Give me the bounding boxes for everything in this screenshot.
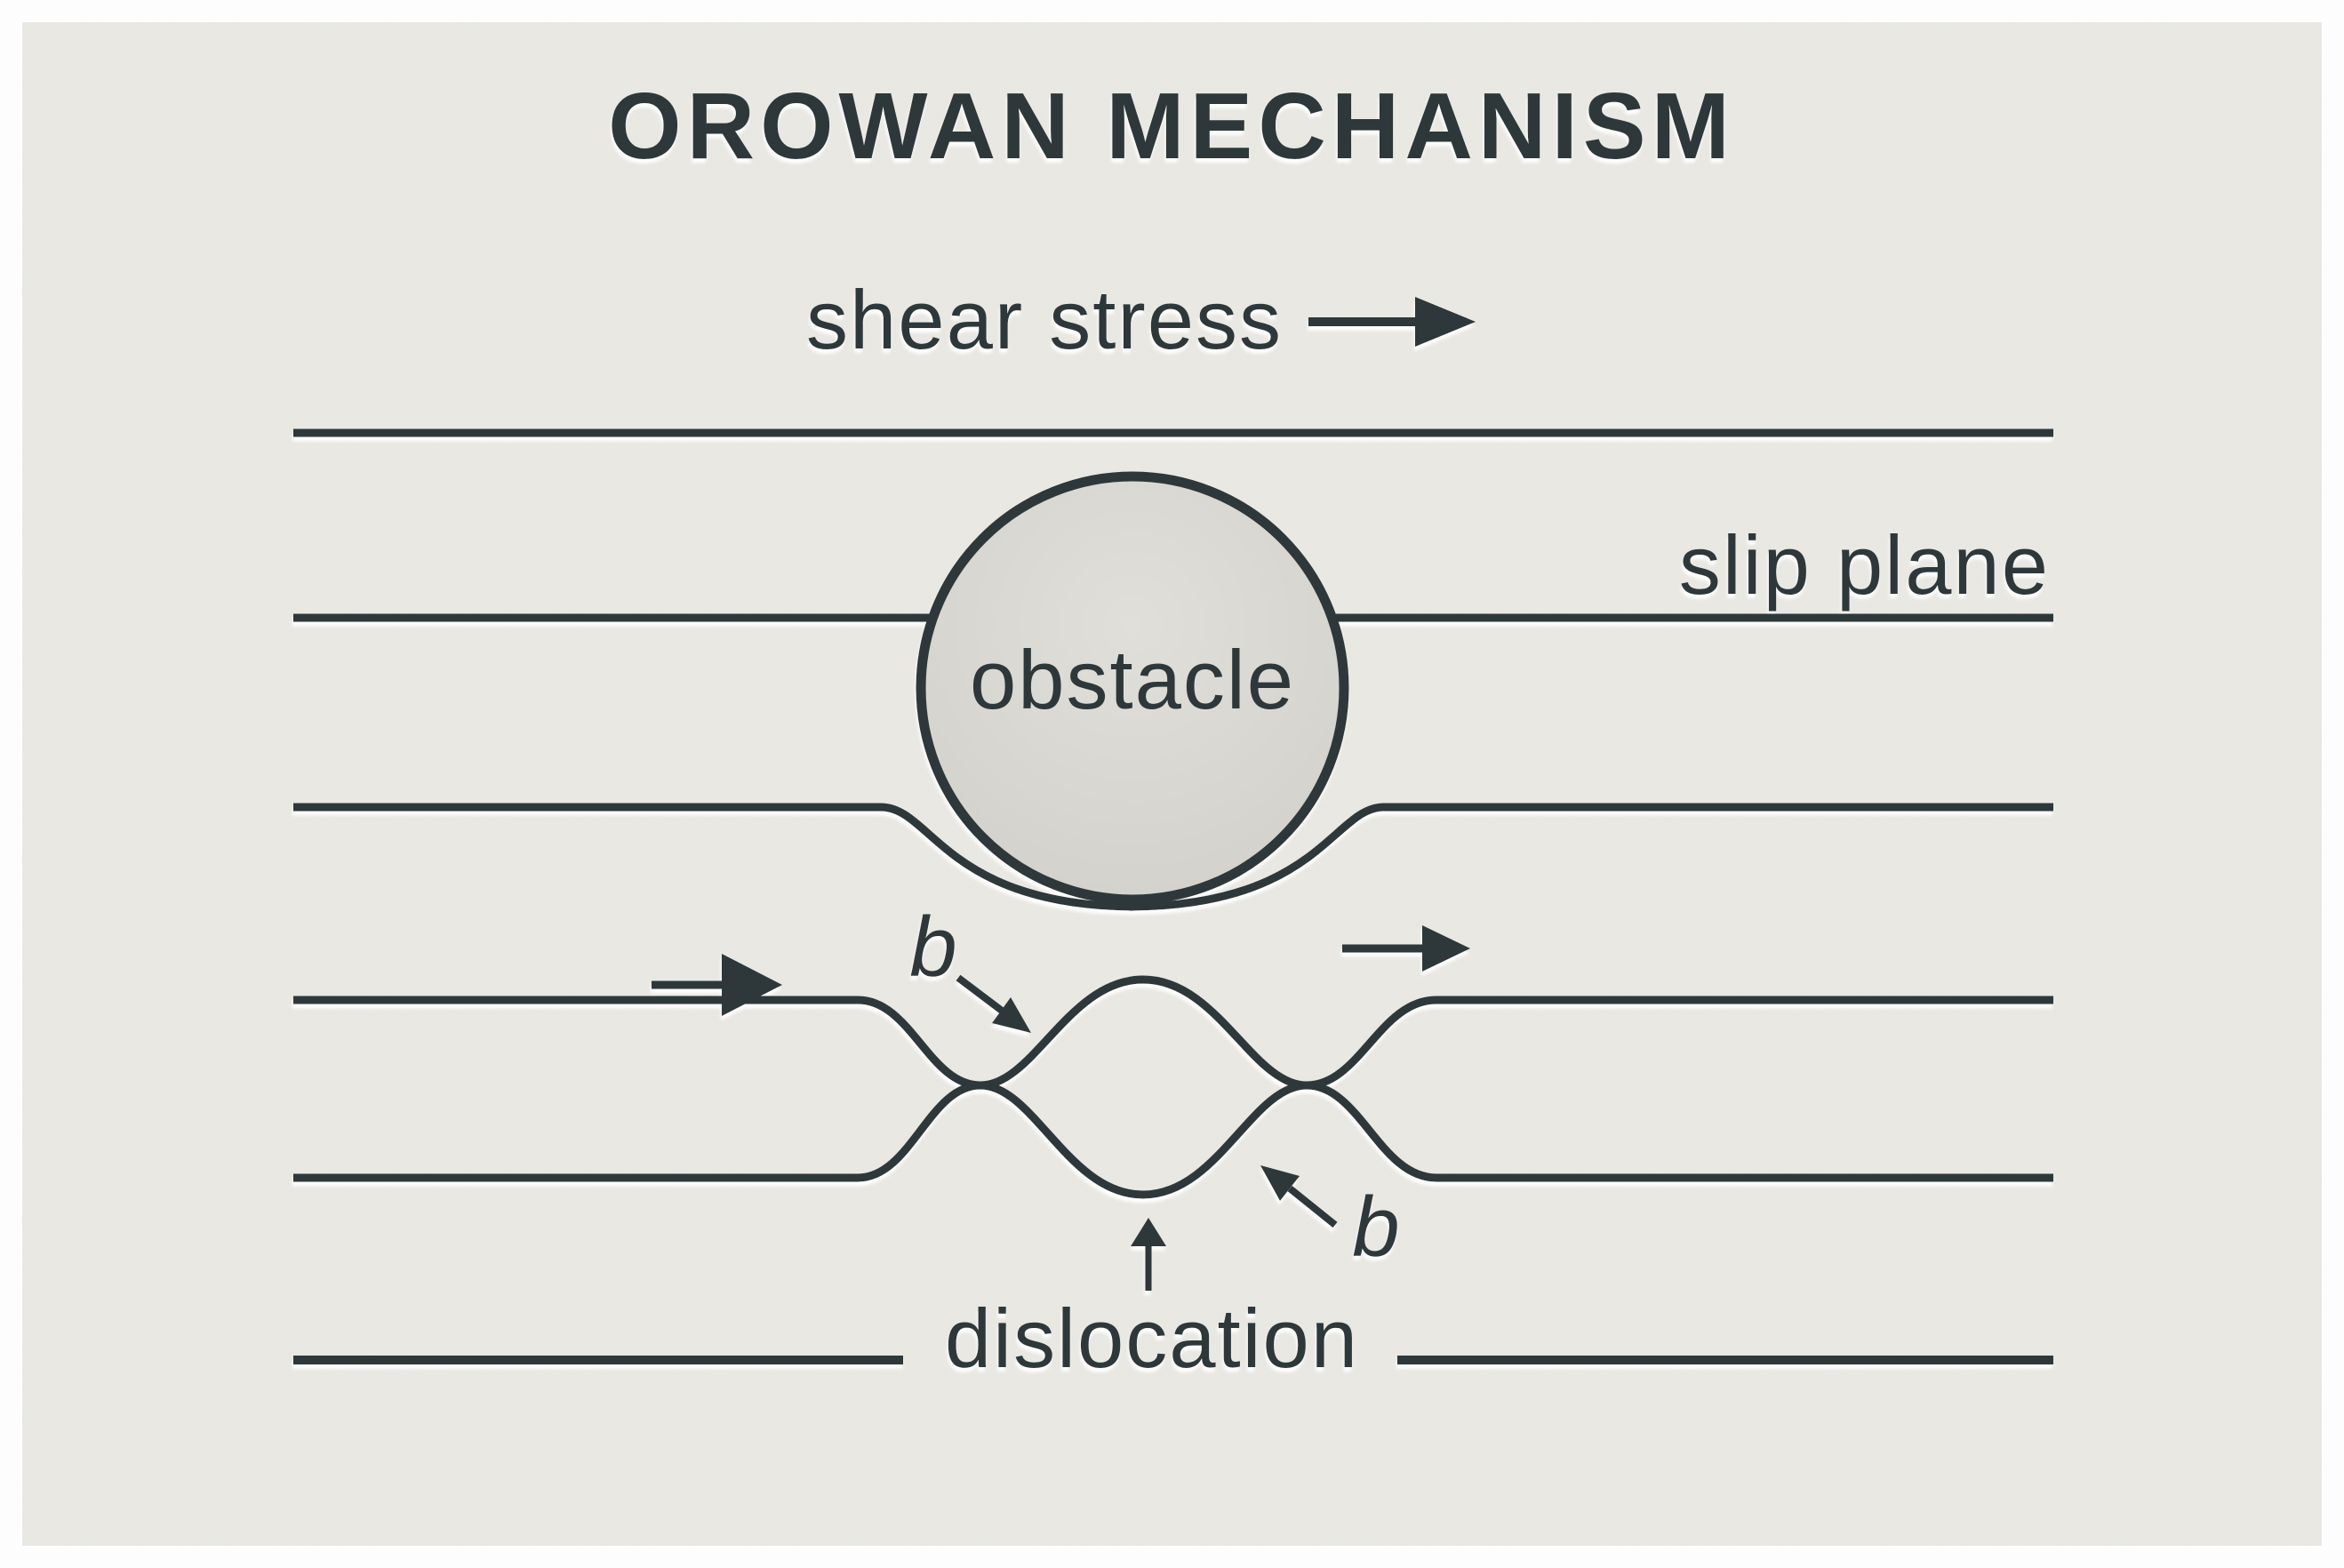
arrow-head [1415,297,1476,347]
dislocation-lower-curve [293,1081,2053,1199]
burgers-vector-label-1: b [909,900,956,995]
diagram-title: OROWAN MECHANISM [608,74,1735,179]
bypass-direction-arrow-icon [1342,925,1470,972]
dislocation-advance-arrow-icon [652,954,782,1016]
obstacle-label: obstacle [970,633,1295,726]
arrow-head [992,997,1031,1033]
dislocation-label: dislocation [945,1292,1359,1385]
arrow-shaft [1287,1185,1338,1228]
burgers-vector-arrow-1-icon [956,974,1031,1033]
obstacle-circle [916,471,1349,905]
dislocation-pointer-arrow-icon [1131,1218,1166,1291]
dislocation-upper-curve [293,975,2053,1090]
arrow-shaft [956,974,1004,1014]
shear-stress-label: shear stress [806,273,1283,366]
slip-plane-line-curved-under-obstacle [293,803,2053,911]
shear-stress-arrow-icon [1308,297,1476,347]
burgers-vector-label-2: b [1352,1180,1399,1275]
arrow-head [1422,925,1470,972]
arrow-head [1260,1165,1300,1201]
arrow-head [722,954,782,1016]
burgers-vector-arrow-2-icon [1260,1165,1338,1228]
slip-plane-label: slip plane [1679,518,2050,612]
arrow-head [1131,1218,1166,1246]
